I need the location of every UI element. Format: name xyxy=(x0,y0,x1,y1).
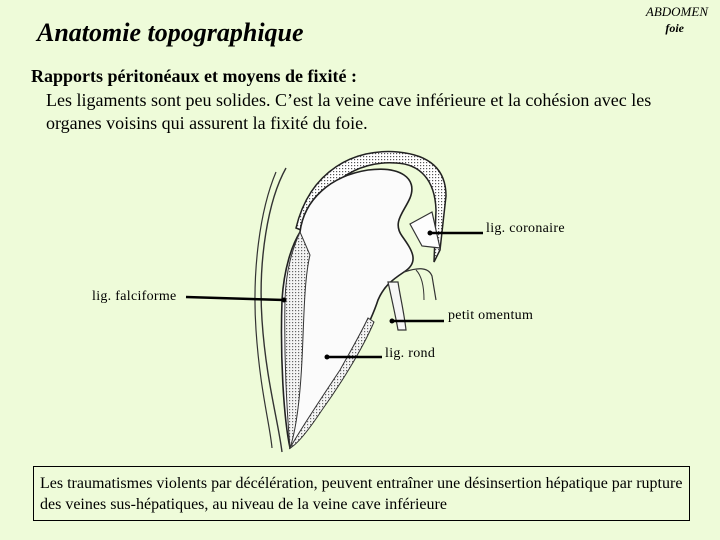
label-petit-omentum: petit omentum xyxy=(448,308,534,323)
label-lig-falciforme: lig. falciforme xyxy=(92,289,177,304)
subsection-label: foie xyxy=(665,21,684,35)
leader-rond-dot xyxy=(324,354,330,360)
lesser-omentum-shape xyxy=(387,281,407,331)
section-label: ABDOMEN xyxy=(645,4,708,19)
diaphragm-band xyxy=(295,150,447,263)
description-paragraph: Les ligaments sont peu solides. C’est la… xyxy=(46,90,652,133)
round-ligament-band xyxy=(288,317,375,450)
label-lig-coronaire: lig. coronaire xyxy=(486,221,565,236)
coronary-ligament-shape xyxy=(409,211,441,249)
vena-cava-line-2 xyxy=(415,269,425,301)
liver-outline xyxy=(280,168,414,450)
trauma-note-box: Les traumatismes violents par décélérati… xyxy=(33,466,690,521)
section-heading: Rapports péritonéaux et moyens de fixité… xyxy=(31,66,357,86)
abdominal-wall-outer xyxy=(260,167,287,453)
leader-falciforme-dot xyxy=(281,297,287,303)
label-lig-rond: lig. rond xyxy=(385,346,436,361)
abdominal-wall-inner xyxy=(254,171,277,449)
leader-omentum-dot xyxy=(389,318,395,324)
vena-cava-line xyxy=(403,268,437,301)
leader-coronaire-dot xyxy=(427,230,433,236)
section-tag: ABDOMEN foie xyxy=(618,4,708,36)
page-title: Anatomie topographique xyxy=(37,18,304,47)
leader-falciforme xyxy=(185,295,285,302)
